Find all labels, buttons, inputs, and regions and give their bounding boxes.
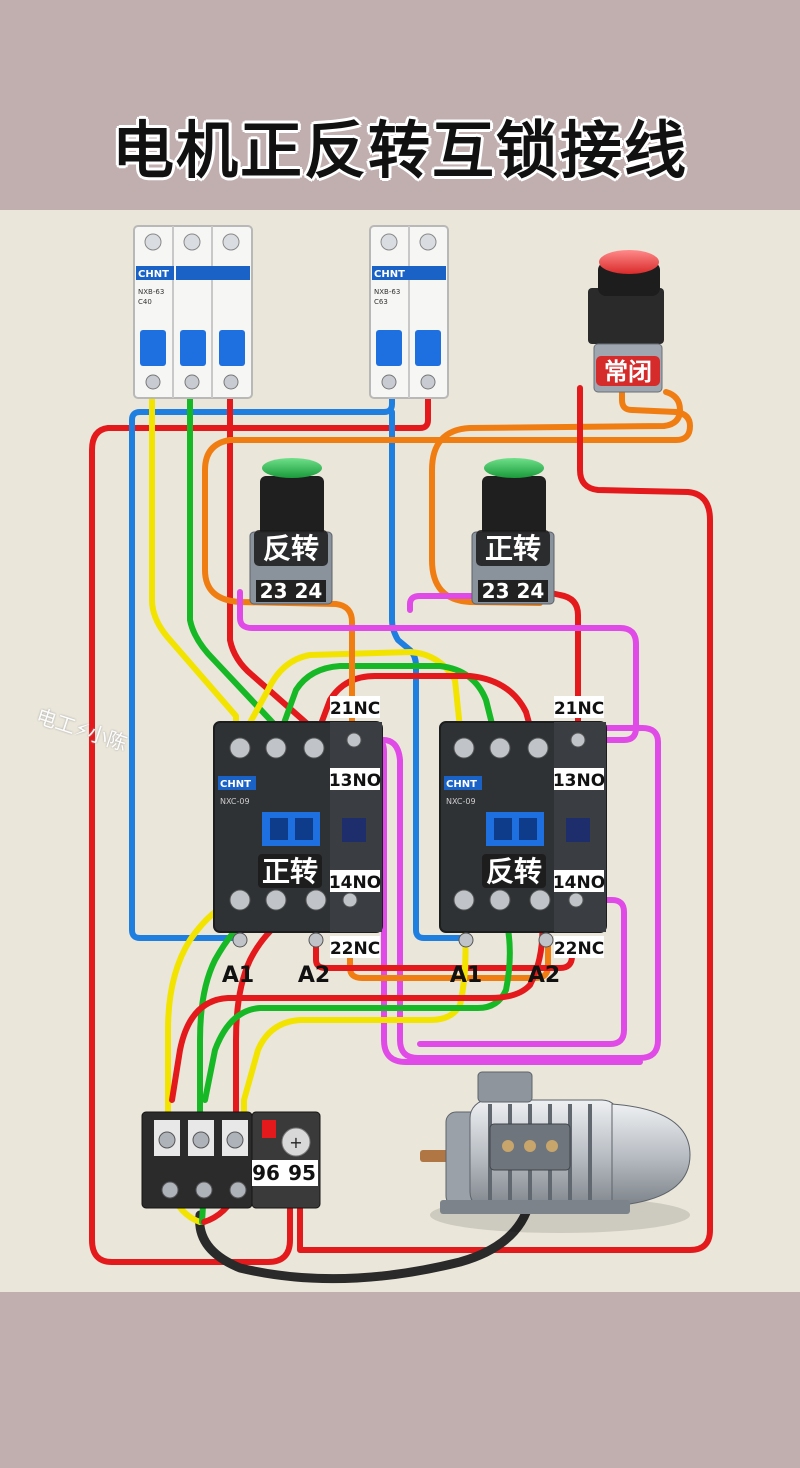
wire-red-outer	[89, 379, 431, 1265]
contactor-forward: CHNT NXC-09 正转	[213, 721, 383, 954]
forward-button-cap[interactable]	[484, 458, 544, 478]
contactor1-model: NXC-09	[220, 797, 250, 806]
wire-yellow-l1	[149, 379, 239, 751]
contactor2-brand: CHNT	[446, 779, 477, 790]
breaker1-brand: CHNT	[138, 269, 169, 280]
contactor1-label: 正转	[262, 855, 318, 888]
reverse-button-cap[interactable]	[262, 458, 322, 478]
motor-base	[440, 1200, 630, 1214]
breaker1-rating: C40	[138, 298, 152, 306]
wire-orange-stop-2	[429, 389, 683, 606]
breaker2-rating: C63	[374, 298, 388, 306]
forward-button-label: 正转	[485, 532, 541, 565]
contactor1-a1: A1	[222, 963, 254, 988]
overload-t95: 95	[288, 1161, 316, 1185]
contactor1-no-top: 13NO	[329, 771, 381, 791]
wire-motor-black	[195, 1195, 535, 1284]
contactor2-model: NXC-09	[446, 797, 476, 806]
wire-red-a2	[313, 939, 575, 971]
wire-magenta-6	[417, 897, 627, 1047]
contactor-reverse: CHNT NXC-09 反转	[439, 721, 607, 954]
motor-junction-box	[477, 1071, 533, 1103]
contactor2-a2: A2	[528, 963, 560, 988]
contactor1-nc-top: 21NC	[330, 699, 380, 719]
contactor1-nc-bottom: 22NC	[330, 939, 380, 959]
contactor2-no-bottom: 14NO	[553, 873, 605, 893]
overload-dial-icon: +	[289, 1133, 302, 1152]
reverse-button[interactable]: 反转 23 24	[249, 458, 333, 605]
bottom-band	[0, 1292, 800, 1468]
wire-green-cross	[272, 663, 501, 751]
wire-red-l3	[227, 379, 315, 751]
contactor2-a1: A1	[450, 963, 482, 988]
reverse-button-terminals: 23 24	[260, 579, 323, 603]
wire-red-cross	[309, 673, 539, 751]
overload-relay: + 96 95	[141, 1111, 321, 1209]
top-band	[0, 0, 800, 210]
breaker1-model: NXB-63	[138, 288, 164, 296]
wire-red-stop	[297, 385, 713, 1253]
contactor1-terminal-labels: 21NC 13NO 14NO 22NC A1 A2	[222, 696, 381, 988]
wire-red-fwd	[525, 585, 581, 745]
contactor2-label: 反转	[486, 855, 542, 888]
wires	[89, 379, 713, 1284]
wire-magenta-3	[407, 593, 481, 613]
wire-magenta-1	[237, 589, 639, 743]
wire-green-l2	[187, 379, 278, 751]
contactor2-terminal-labels: 21NC 13NO 14NO 22NC A1 A2	[450, 696, 605, 988]
stop-button[interactable]: 常闭	[588, 250, 664, 393]
wire-orange-stop	[202, 385, 693, 748]
overload-t96: 96	[252, 1161, 280, 1185]
contactor2-no-top: 13NO	[553, 771, 605, 791]
motor-shaft	[420, 1150, 450, 1162]
wire-yellow-rev-load	[241, 897, 469, 1143]
breaker-3pole: CHNT NXB-63 C40	[133, 225, 253, 399]
contactor1-a2: A2	[298, 963, 330, 988]
forward-button[interactable]: 正转 23 24	[471, 458, 555, 605]
wire-magenta-2	[377, 725, 661, 1061]
contactor2-nc-bottom: 22NC	[554, 939, 604, 959]
stop-button-label: 常闭	[604, 358, 652, 386]
forward-button-terminals: 23 24	[482, 579, 545, 603]
breaker-2pole: CHNT NXB-63 C63	[369, 225, 449, 399]
contactor2-nc-top: 21NC	[554, 699, 604, 719]
wire-red-rev-load	[169, 897, 546, 1103]
stop-button-cap[interactable]	[599, 250, 659, 274]
reverse-button-label: 反转	[263, 532, 319, 565]
contactor1-brand: CHNT	[220, 779, 251, 790]
breaker2-model: NXB-63	[374, 288, 400, 296]
contactor1-no-bottom: 14NO	[329, 873, 381, 893]
motor	[420, 1071, 691, 1233]
breaker2-brand: CHNT	[374, 269, 405, 280]
page-title: 电机正反转互锁接线	[111, 114, 688, 187]
wire-green-rev-load	[202, 897, 513, 1103]
